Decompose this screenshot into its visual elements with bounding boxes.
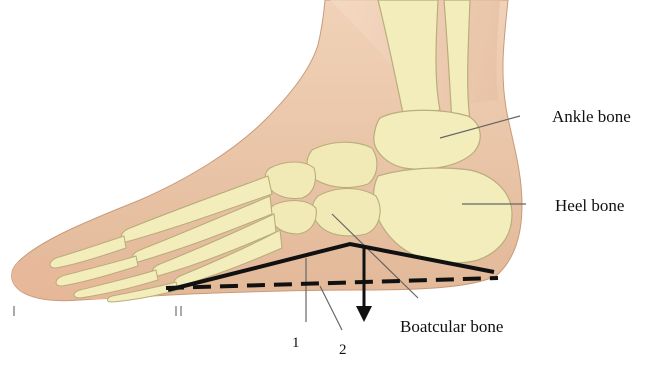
- ankle-bone-label: Ankle bone: [552, 108, 631, 125]
- boatcular-bone-label: Boatcular bone: [400, 318, 503, 335]
- line-2-label: 2: [339, 343, 347, 358]
- heel-bone-label: Heel bone: [555, 197, 624, 214]
- load-arrow-head: [356, 306, 372, 322]
- line-1-label: 1: [292, 336, 300, 351]
- line-2-leader: [320, 286, 342, 330]
